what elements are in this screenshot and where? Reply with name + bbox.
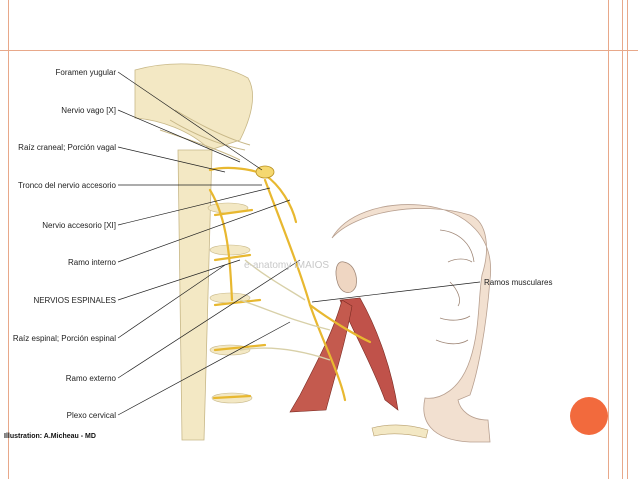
cervical-plexus <box>239 259 331 361</box>
ear <box>335 261 357 293</box>
head-silhouette <box>331 204 492 443</box>
cranial-nerve-roots <box>159 109 251 161</box>
label-nervio-accesorio: Nervio accesorio [XI] <box>42 221 116 230</box>
frame-rule-right <box>627 0 628 479</box>
label-ramo-externo: Ramo externo <box>66 374 117 383</box>
clavicle <box>371 424 429 439</box>
frame-rule-left <box>8 0 9 479</box>
frame-rule-right <box>622 0 623 479</box>
label-raiz-craneal: Raíz craneal; Porción vagal <box>18 143 116 152</box>
face-outline <box>435 229 475 345</box>
skull-base <box>134 63 253 151</box>
label-raiz-espinal: Raíz espinal; Porción espinal <box>13 334 116 343</box>
label-nervio-vago: Nervio vago [X] <box>61 106 116 115</box>
label-foramen-yugular: Foramen yugular <box>56 68 117 77</box>
label-tronco-accesorio: Tronco del nervio accesorio <box>18 181 117 190</box>
label-nervios-espinales: NERVIOS ESPINALES <box>33 296 116 305</box>
frame-rule-top <box>0 50 638 51</box>
sternocleidomastoid-muscle <box>339 297 399 411</box>
accent-circle <box>570 397 608 435</box>
label-plexo-cervical: Plexo cervical <box>67 411 117 420</box>
frame-rule-right <box>608 0 609 479</box>
label-ramo-interno: Ramo interno <box>68 258 117 267</box>
leader-lines <box>117 71 481 416</box>
trapezius-muscle <box>289 299 353 413</box>
watermark: e-anatomy IMAIOS <box>244 260 329 271</box>
label-ramos-musculares: Ramos musculares <box>484 278 552 287</box>
spinal-cord <box>177 149 213 441</box>
illustration-credit: Illustration: A.Micheau - MD <box>4 433 96 440</box>
